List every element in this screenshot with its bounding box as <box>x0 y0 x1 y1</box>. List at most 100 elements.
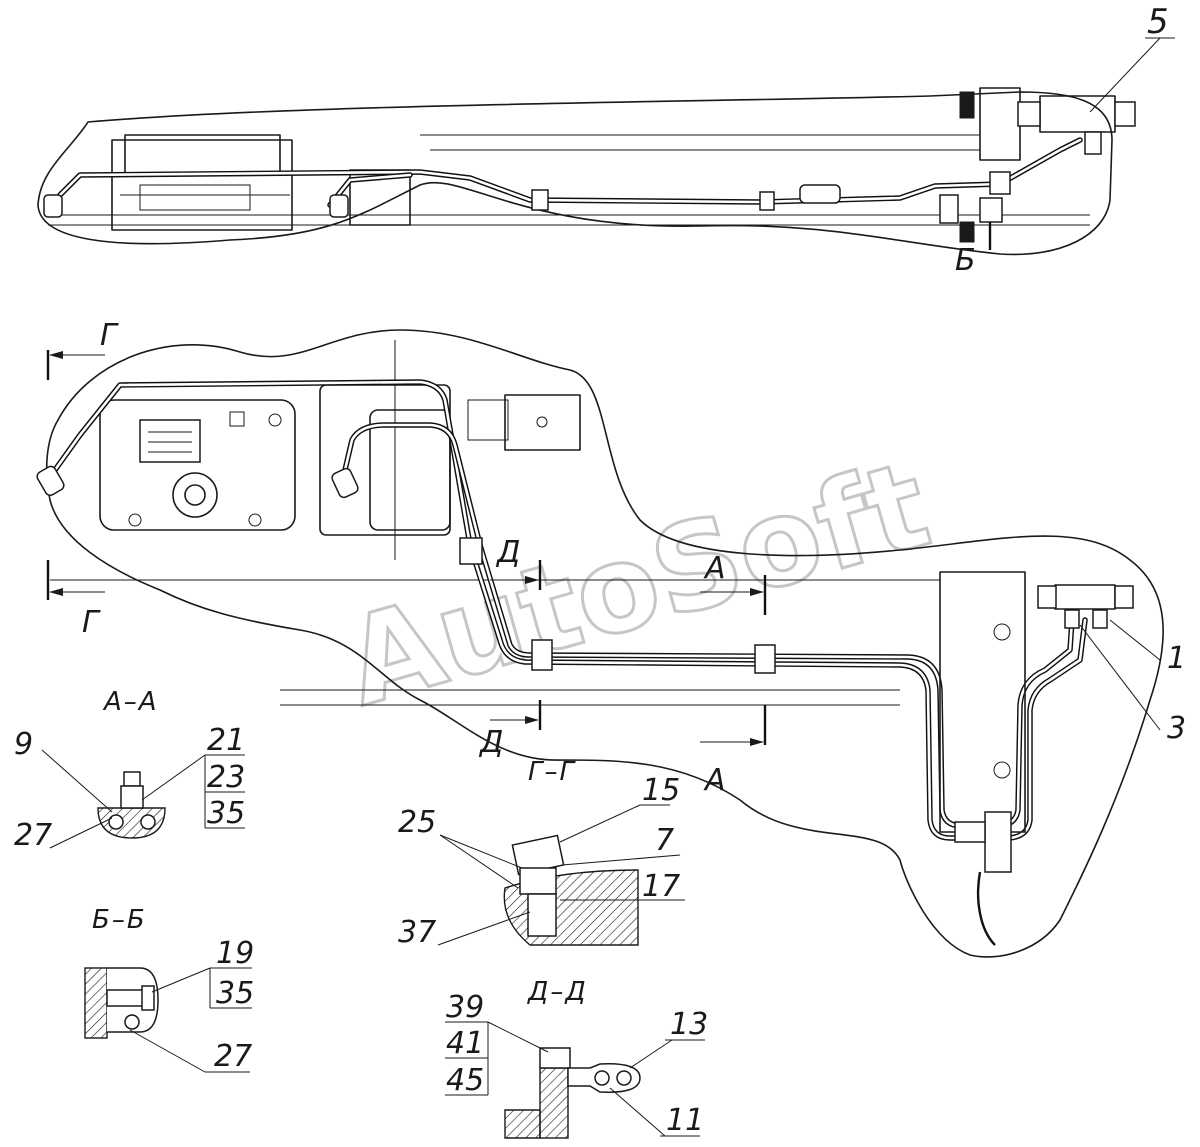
leader-3 <box>1079 624 1161 731</box>
tee-outlet <box>1092 609 1108 629</box>
tee-fitting <box>1037 585 1057 609</box>
pipe-section-dd <box>616 1070 632 1086</box>
leader-21 <box>141 754 206 801</box>
bolt-head-dd <box>539 1047 571 1069</box>
section-title-gg: Г–Г <box>528 757 576 787</box>
plan-view-outline <box>45 329 1164 958</box>
section-title-dd: Д–Д <box>527 977 588 1007</box>
section-dd: Д–Д 39 41 45 13 11 <box>445 977 708 1139</box>
clamp <box>759 191 775 211</box>
output-nut <box>184 484 206 506</box>
leader-37 <box>437 911 531 946</box>
leader-1 <box>1109 619 1161 661</box>
leader-19 <box>151 967 211 993</box>
callout-45: 45 <box>446 1063 484 1098</box>
section-gg: Г–Г 15 25 7 17 37 <box>398 757 685 950</box>
fitting <box>939 194 959 224</box>
leader-27 <box>49 817 113 849</box>
vertical-bracket <box>939 571 1026 833</box>
plan-view: 1 3 Г Г Д Д А А <box>36 318 1186 958</box>
leader-7 <box>561 854 681 866</box>
tee-fitting <box>1114 585 1134 609</box>
leader-39 <box>487 1021 549 1053</box>
pipe-clamp <box>531 639 553 671</box>
tee-block <box>1054 584 1116 610</box>
pipe-top-inner <box>58 138 1082 204</box>
lower-fitting <box>954 821 986 843</box>
pipe-end-fitting <box>331 467 359 499</box>
bolt <box>128 513 142 527</box>
fitting <box>329 194 349 218</box>
coupling-body <box>504 394 581 451</box>
leader-11 <box>609 1087 666 1137</box>
callout-21: 21 <box>207 723 245 758</box>
callout-39: 39 <box>446 990 484 1025</box>
bolt-bb <box>106 989 148 1007</box>
section-letter-b: Б <box>955 243 976 278</box>
leader-13 <box>629 1039 673 1069</box>
callout-27: 27 <box>14 818 52 853</box>
callout-41: 41 <box>446 1026 484 1061</box>
callout-17: 17 <box>642 869 680 904</box>
pipe-clamp <box>754 644 776 674</box>
top-view: 5 Б <box>37 2 1175 278</box>
main-pipe-outer-inner <box>53 380 1087 840</box>
leader-25 <box>439 834 519 889</box>
leader-25 <box>439 834 523 869</box>
pipe-clamp <box>459 537 483 565</box>
nameplate <box>139 419 201 463</box>
bracket-hole <box>993 761 1011 779</box>
callout-1: 1 <box>1167 641 1186 676</box>
callout-5: 5 <box>1147 2 1169 42</box>
bolt-shank-aa <box>120 785 144 809</box>
clamp <box>989 171 1011 195</box>
cylinder <box>799 184 841 204</box>
gearbox-detail <box>139 184 251 211</box>
callout-15: 15 <box>642 773 680 808</box>
leader-27-bb <box>129 1029 206 1073</box>
section-mark-d-top: Д <box>495 535 520 570</box>
bracket-hole <box>993 623 1011 641</box>
leader-5 <box>1089 37 1161 113</box>
top-view-outline <box>37 91 1113 256</box>
callout-13: 13 <box>670 1007 708 1042</box>
section-mark-b-top <box>959 91 975 119</box>
callout-7: 7 <box>655 823 674 858</box>
lower-hose <box>976 871 996 946</box>
main-pipe-inner-inner <box>343 423 1074 828</box>
section-mark-a-bottom: А <box>703 763 726 798</box>
tee-outlet <box>1064 609 1080 629</box>
gearbox-plan <box>99 399 296 531</box>
fitting-nut-gg <box>519 867 557 895</box>
pipe-section-dd <box>594 1070 610 1086</box>
bolt <box>248 513 262 527</box>
bracket-section-bb <box>84 967 108 1039</box>
fitting <box>43 194 63 218</box>
pump-housing <box>369 409 451 531</box>
gearbox-cover <box>124 134 281 176</box>
valve-fitting <box>1017 101 1041 127</box>
section-mark-g-bottom: Г <box>82 605 101 640</box>
shaft-spline <box>467 399 509 441</box>
fitting <box>979 197 1003 223</box>
lower-valve <box>984 811 1012 873</box>
section-title-bb: Б–Б <box>92 905 147 935</box>
section-mark-b-bottom <box>959 221 975 243</box>
bolt <box>268 413 282 427</box>
callout-35-bb: 35 <box>216 976 254 1011</box>
callout-27-bb: 27 <box>214 1039 252 1074</box>
callout-19: 19 <box>216 936 254 971</box>
adapter-gg <box>527 893 557 937</box>
callout-35: 35 <box>207 796 245 831</box>
valve-fitting <box>1114 101 1136 127</box>
bolt-head-bb <box>141 985 155 1011</box>
floor-dd <box>504 1109 541 1139</box>
gearbox-stud <box>229 411 245 427</box>
section-mark-g-top: Г <box>100 318 119 353</box>
valve-fitting <box>1084 131 1102 155</box>
section-bb: Б–Б 19 35 27 <box>84 905 254 1074</box>
watermark-text: AutoSoft <box>331 436 943 734</box>
callout-3: 3 <box>1167 711 1186 746</box>
callout-23: 23 <box>207 760 245 795</box>
